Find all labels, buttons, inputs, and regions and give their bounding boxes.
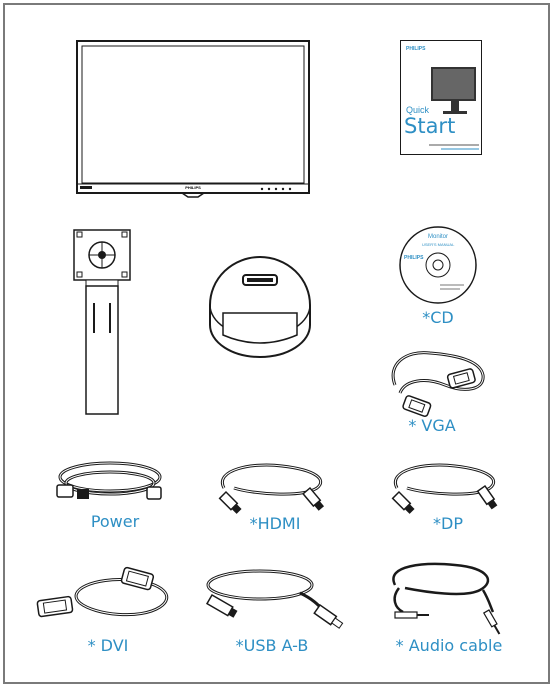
hdmi-caption: *HDMI <box>249 514 301 533</box>
audio-cable-illustration <box>385 560 505 635</box>
cd-brand: PHILIPS <box>404 255 424 261</box>
start-label: Start <box>404 114 456 138</box>
page-frame <box>3 3 550 684</box>
quick-start-brand: PHILIPS <box>406 46 426 52</box>
cd-caption: *CD <box>422 308 454 327</box>
monitor-brand: PHILIPS <box>185 185 201 190</box>
dp-caption: *DP <box>433 514 463 533</box>
power-caption: Power <box>90 512 140 531</box>
dp-cable-illustration <box>385 458 505 514</box>
usb-caption: *USB A-B <box>235 636 309 655</box>
cd-subtitle: USER'S MANUAL <box>422 242 455 247</box>
power-cable-illustration <box>55 455 170 510</box>
stand-column-illustration <box>72 228 132 415</box>
dvi-cable-illustration <box>35 565 175 630</box>
cd-illustration: Monitor USER'S MANUAL PHILIPS <box>398 225 478 305</box>
vga-cable-illustration <box>385 345 490 417</box>
cd-title: Monitor <box>428 234 449 240</box>
quick-start-booklet: PHILIPS Quick Start <box>400 40 482 155</box>
stand-base-illustration <box>205 255 315 358</box>
vga-caption: * VGA <box>408 416 456 435</box>
hdmi-cable-illustration <box>212 458 332 514</box>
monitor-illustration: PHILIPS <box>76 40 310 202</box>
audio-caption: * Audio cable <box>395 636 503 655</box>
dvi-caption: * DVI <box>87 636 129 655</box>
quick-label: Quick <box>406 105 430 115</box>
usb-cable-illustration <box>200 565 350 630</box>
